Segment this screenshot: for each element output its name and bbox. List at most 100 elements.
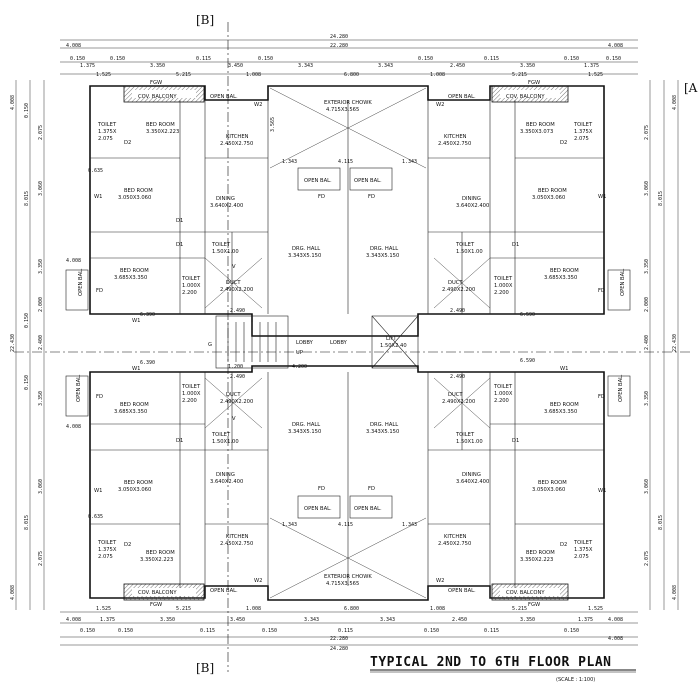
dim-b1: 1.525 xyxy=(96,606,111,612)
dim-r6: 3.350 xyxy=(644,391,650,406)
drg-hall-dim: 3.343X5.150 xyxy=(366,429,399,435)
toilet-label: TOILET xyxy=(97,540,117,546)
open-bal-label: OPEN BAL. xyxy=(448,588,476,594)
dim-b13: 3.343 xyxy=(380,617,395,623)
toilet-dim: 1.50X1.00 xyxy=(456,439,483,445)
g-label: G xyxy=(208,342,212,348)
dim-6590: 6.590 xyxy=(520,312,535,318)
open-bal-label: OPEN BAL. xyxy=(76,374,82,402)
open-bal-label: OPEN BAL. xyxy=(620,268,626,296)
dim-2490: 2.490 xyxy=(450,308,465,314)
door-label: D1 xyxy=(176,242,183,248)
open-balconies xyxy=(65,167,631,519)
bedroom-label: BED ROOM xyxy=(550,402,579,408)
dim-b4: 6.800 xyxy=(344,606,359,612)
dim-b8: 4.008 xyxy=(66,617,81,623)
fd-label: FD xyxy=(598,288,605,294)
kitchen-label: KITCHEN xyxy=(226,534,249,540)
bedroom-label: BED ROOM xyxy=(120,402,149,408)
dim-b27: 4.008 xyxy=(608,636,623,642)
dim-r7: 3.060 xyxy=(644,479,650,494)
covered-balconies xyxy=(123,85,569,601)
dim-t11: 3.450 xyxy=(228,63,243,69)
door-label: D1 xyxy=(512,438,519,444)
open-bal-label: OPEN BAL. xyxy=(304,506,332,512)
dim-2490: 2.490 xyxy=(450,374,465,380)
fd-label: FD xyxy=(368,486,375,492)
duct-label: DUCT xyxy=(448,280,463,286)
bedroom-label: BED ROOM xyxy=(146,122,175,128)
dim-b16: 1.375 xyxy=(578,617,593,623)
stair-up-label: UP xyxy=(296,350,303,356)
door-label: D2 xyxy=(124,140,131,146)
toilet-dim: 1.50X1.00 xyxy=(456,249,483,255)
dim-l13: 2.400 xyxy=(38,335,44,350)
window-label: W2 xyxy=(436,578,444,584)
section-label-bottom: [B] xyxy=(196,661,214,675)
toilet-dim: 1.000X xyxy=(182,391,201,397)
dim-r10: 8.015 xyxy=(658,515,664,530)
flat-top-left: TOILET 1.375X 2.075 BED ROOM 3.350X2.223… xyxy=(66,80,332,324)
cov-balcony-label: COV. BALCONY xyxy=(506,590,545,596)
dim-4115: 4.115 xyxy=(338,159,353,165)
dim-4200: 4.200 xyxy=(292,364,307,370)
dim-t16: 1.375 xyxy=(584,63,599,69)
dim-right-4008: 4.008 xyxy=(608,43,623,49)
toilet-label: TOILET xyxy=(455,432,475,438)
dim-b9: 1.375 xyxy=(100,617,115,623)
dim-b12: 3.343 xyxy=(304,617,319,623)
toilet-dim: 2.075 xyxy=(98,136,113,142)
open-bal-label: OPEN BAL. xyxy=(448,94,476,100)
core: LOBBY LOBBY LIFT 1.50X2.40 UP G 6.390 6.… xyxy=(140,336,535,370)
toilet-dim: 1.000X xyxy=(494,283,513,289)
dining-label: DINING xyxy=(216,196,235,202)
dim-1343: 1.343 xyxy=(402,159,417,165)
dim-l1: 4.008 xyxy=(10,95,16,110)
fgw-label: FGW xyxy=(150,602,162,608)
dim-0635: 0.635 xyxy=(88,168,103,174)
dim-6390: 6.390 xyxy=(140,360,155,366)
open-bal-label: OPEN BAL. xyxy=(354,178,382,184)
bedroom-dim: 3.685X3.350 xyxy=(114,409,147,415)
lift-label: LIFT xyxy=(386,336,397,342)
dim-t20: 6.800 xyxy=(344,72,359,78)
lobby-label: LOBBY xyxy=(330,340,348,346)
dim-r4: 2.000 xyxy=(644,297,650,312)
drg-hall-label: DRG. HALL xyxy=(370,246,398,252)
section-label-right: [A xyxy=(684,81,698,95)
kitchen-dim: 2.450X2.750 xyxy=(438,141,471,147)
dim-2490: 2.490 xyxy=(230,308,245,314)
bedroom-label: BED ROOM xyxy=(124,480,153,486)
dim-6590: 6.590 xyxy=(520,358,535,364)
fd-label: FD xyxy=(368,194,375,200)
dim-t18: 5.215 xyxy=(176,72,191,78)
door-label: D2 xyxy=(560,140,567,146)
duct-label: DUCT xyxy=(226,392,241,398)
dining-dim: 3.640X2.400 xyxy=(456,203,489,209)
cov-balcony-label: COV. BALCONY xyxy=(138,94,177,100)
toilet-dim: 1.000X xyxy=(494,391,513,397)
dim-b28: 24.280 xyxy=(330,646,348,652)
dim-b7: 1.525 xyxy=(588,606,603,612)
dim-1343: 1.343 xyxy=(282,522,297,528)
toilet-dim: 1.375X xyxy=(98,129,117,135)
dim-6390: 6.390 xyxy=(140,312,155,318)
dim-t9: 1.375 xyxy=(80,63,95,69)
dim-b20: 0.115 xyxy=(200,628,215,634)
flat-top-right: TOILET 1.375X 2.075 BED ROOM 3.350X3.073… xyxy=(324,80,626,318)
toilet-dim: 2.200 xyxy=(494,398,509,404)
lift-shaft xyxy=(371,315,419,369)
dim-b5: 1.008 xyxy=(430,606,445,612)
kitchen-dim: 2.450X2.750 xyxy=(438,541,471,547)
drawing-scale: (SCALE : 1:100) xyxy=(556,677,595,683)
exterior-chowk-label: EXTERIOR CHOWK xyxy=(324,574,372,580)
dim-t13: 3.343 xyxy=(378,63,393,69)
vent-label: V xyxy=(232,416,236,422)
toilet-dim: 2.200 xyxy=(182,290,197,296)
fgw-label: FGW xyxy=(528,80,540,86)
exterior-chowk-dim: 4.715X3.565 xyxy=(326,581,359,587)
dim-r3: 3.350 xyxy=(644,259,650,274)
toilet-dim: 1.50X1.00 xyxy=(212,249,239,255)
dim-b21: 0.150 xyxy=(262,628,277,634)
toilet-dim: 2.075 xyxy=(98,554,113,560)
